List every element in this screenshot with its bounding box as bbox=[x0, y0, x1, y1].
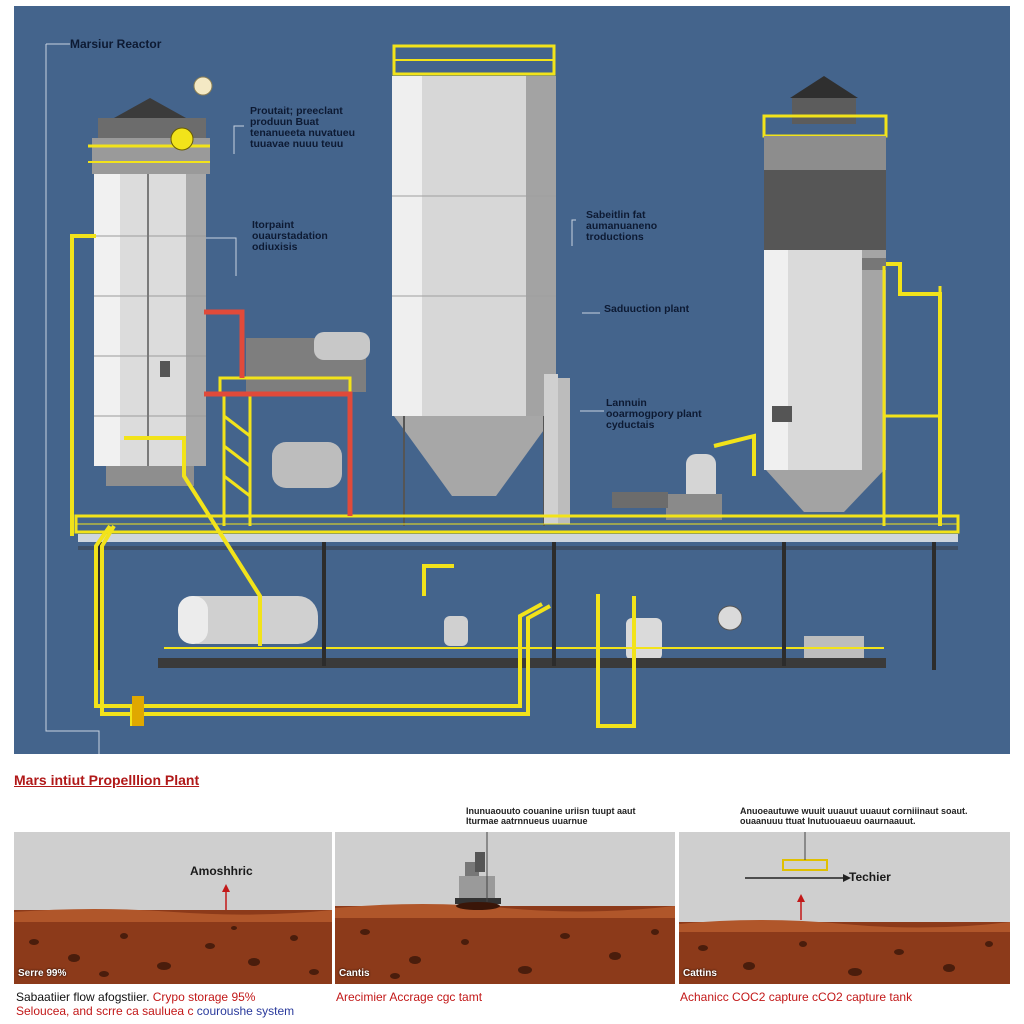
label-sabatier: Sabeitlin fat aumanuaneno troductions bbox=[586, 210, 657, 243]
caption-1: Sabaatiier flow afogstiier. Crypo storag… bbox=[16, 990, 294, 1018]
panel-3-tag: Cattins bbox=[683, 968, 717, 979]
label-saduuction-plant: Saduuction plant bbox=[604, 303, 690, 315]
red-pipe bbox=[204, 391, 353, 516]
right-tower bbox=[762, 76, 888, 512]
label-line: ooarmogpory plant bbox=[606, 408, 702, 420]
section-title: Mars intiut Propelllion Plant bbox=[14, 772, 200, 788]
panel-3-annotation-text: Anuoeautuwe wuuit uuauut uuauut corniiin… bbox=[740, 806, 968, 826]
label-line: odiuxisis bbox=[252, 241, 298, 253]
label-line: Lannuin bbox=[606, 397, 647, 409]
caption-text: Seloucea, and scrre ca sauluea c bbox=[16, 1004, 194, 1018]
label-leaders bbox=[46, 43, 604, 412]
plant-illustration bbox=[45, 43, 960, 754]
plant-diagram: Marsiur Reactor Proutait; preeclant prod… bbox=[14, 6, 1010, 754]
left-reactor-tower bbox=[88, 98, 210, 486]
center-silo bbox=[392, 44, 556, 526]
caption-text: Crypo storage 95% bbox=[149, 990, 256, 1004]
label-transport-electrolysis: Itorpaint ouaurstadation odiuxisis bbox=[252, 220, 328, 253]
annotation-line: ouaanuuu ttuat Inutuouaeuu oaurnaauut. bbox=[740, 816, 916, 826]
caption-3: Achanicc COC2 capture cCO2 capture tank bbox=[680, 990, 913, 1004]
mini-plant-icon bbox=[455, 832, 501, 910]
label-line: tenanueeta nuvatueu bbox=[250, 127, 356, 139]
annotation-line: Inunuaouuto couanine uriisn tuupt aaut bbox=[466, 806, 636, 816]
label-line: Itorpaint bbox=[252, 219, 294, 231]
label-line: tuuavae nuuu teuu bbox=[250, 138, 344, 150]
panel-1-label: Amoshhric bbox=[190, 864, 253, 878]
label-line: Proutait; preeclant bbox=[250, 105, 343, 117]
label-line: ouaurstadation bbox=[252, 230, 328, 242]
caption-text: couroushe system bbox=[193, 1004, 295, 1018]
label-line: cyductais bbox=[606, 419, 655, 431]
label-line: troductions bbox=[586, 231, 644, 243]
caption-1-line-2: Seloucea, and scrre ca sauluea c courous… bbox=[16, 1004, 294, 1018]
annotation-line: Anuoeautuwe wuuit uuauut uuauut corniiin… bbox=[740, 806, 968, 816]
caption-1-line-1: Sabaatiier flow afogstiier. Crypo storag… bbox=[16, 990, 294, 1004]
moon-icon bbox=[193, 76, 213, 96]
caption-text: Sabaatiier flow afogstiier. bbox=[16, 990, 150, 1004]
diagram-title: Marsiur Reactor bbox=[70, 37, 162, 51]
panel-1-tag: Serre 99% bbox=[18, 968, 67, 979]
panel-2-tag: Cantis bbox=[339, 968, 370, 979]
panel-technician: Techier Cattins bbox=[679, 832, 1010, 984]
red-pipe-upper bbox=[204, 309, 245, 378]
label-line: aumanuaneno bbox=[586, 220, 658, 232]
label-line: produun Buat bbox=[250, 116, 319, 128]
panel-2-annotation-text: Inunuaouuto couanine uriisn tuupt aaut I… bbox=[466, 806, 636, 826]
panel-2-illustration bbox=[335, 832, 675, 984]
label-lannuin: Lannuin ooarmogpory plant cyductais bbox=[606, 398, 702, 431]
annotation-line: Iturmae aatrnnueus uuarnue bbox=[466, 816, 588, 826]
panel-atmospheric: Amoshhric Serre 99% bbox=[14, 832, 332, 984]
panel-1-illustration bbox=[14, 832, 332, 984]
label-line: Sabeitlin fat bbox=[586, 209, 646, 221]
panel-3-label: Techier bbox=[849, 870, 891, 884]
yellow-pipes bbox=[70, 234, 942, 728]
panel-plant: Cantis bbox=[335, 832, 675, 984]
label-product-propellant: Proutait; preeclant produun Buat tenanue… bbox=[250, 106, 355, 150]
caption-2: Arecimier Accrage cgc tamt bbox=[336, 990, 483, 1004]
pipe-valve bbox=[132, 696, 144, 726]
panel-3-illustration bbox=[679, 832, 1010, 984]
